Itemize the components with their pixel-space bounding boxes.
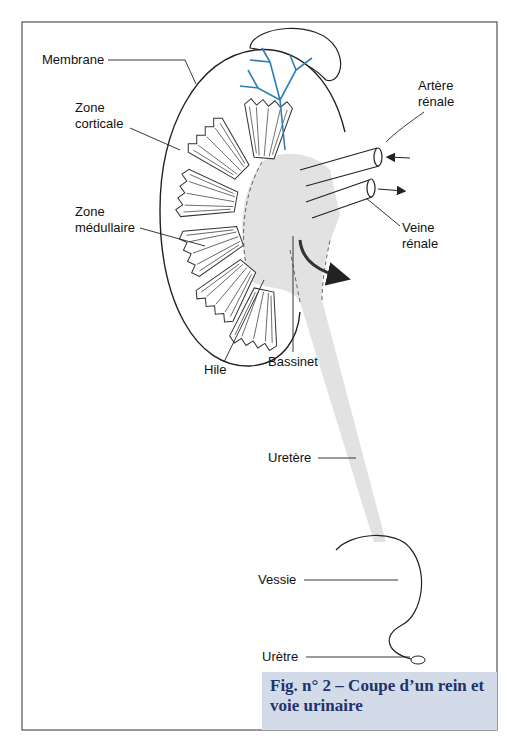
leader-line bbox=[386, 112, 424, 142]
leader-line bbox=[366, 198, 400, 226]
leader-line bbox=[140, 228, 205, 246]
urethra-opening bbox=[411, 656, 425, 664]
leader-line bbox=[306, 657, 410, 658]
leader-line bbox=[318, 458, 356, 459]
medulla-pyramid bbox=[240, 98, 293, 160]
vein-end bbox=[367, 179, 375, 197]
flow-arrow-in bbox=[388, 157, 410, 158]
artery-end bbox=[374, 148, 382, 166]
part-label: Vessie bbox=[258, 572, 338, 588]
part-label: Bassinet bbox=[268, 354, 348, 370]
part-label: Membrane bbox=[42, 52, 132, 68]
leader-line bbox=[224, 280, 264, 362]
part-label: Hile bbox=[204, 362, 264, 378]
leader-line bbox=[130, 128, 180, 150]
renal-pelvis bbox=[242, 154, 386, 542]
part-label: Zone corticale bbox=[75, 100, 139, 132]
leader-lines bbox=[108, 60, 424, 657]
renal-vein bbox=[306, 180, 372, 218]
figure-caption: Fig. n° 2 – Coupe d’un rein et voie urin… bbox=[262, 672, 497, 730]
leader-line bbox=[304, 580, 398, 581]
part-label: Uretère bbox=[268, 450, 348, 466]
leader-line bbox=[293, 236, 294, 352]
bladder-outline bbox=[336, 535, 422, 659]
part-label: Artère rénale bbox=[418, 78, 478, 110]
part-label: Urètre bbox=[262, 649, 342, 665]
leader-line bbox=[108, 60, 196, 84]
part-label: Zone médullaire bbox=[75, 204, 143, 236]
blood-vessels bbox=[240, 48, 312, 150]
part-label: Veine rénale bbox=[402, 220, 458, 252]
frame bbox=[22, 22, 497, 730]
urine-flow-arrow bbox=[300, 240, 345, 278]
medulla-pyramid bbox=[228, 285, 287, 352]
medulla-pyramid bbox=[175, 168, 240, 225]
flow-arrow-out bbox=[378, 189, 404, 191]
